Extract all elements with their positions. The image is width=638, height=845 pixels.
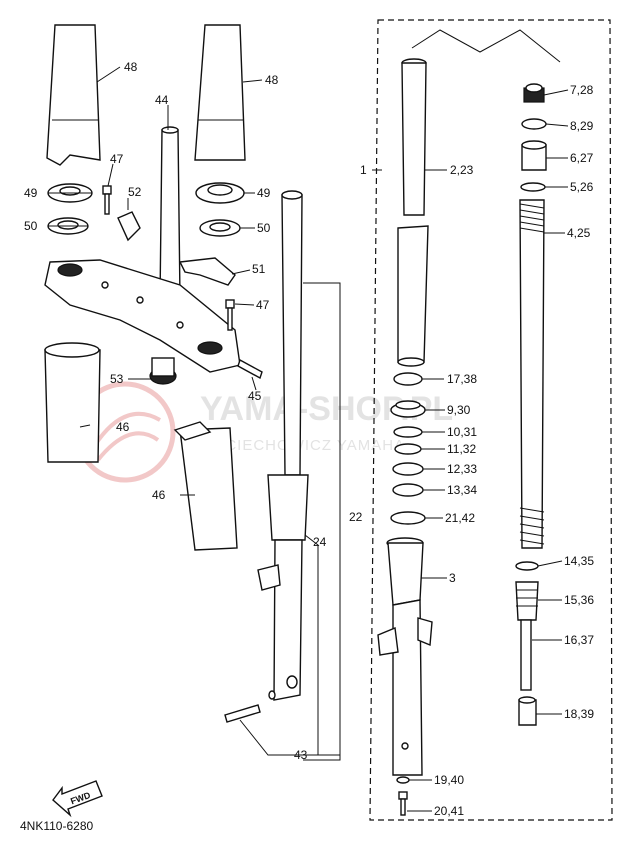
assembly-frame-notch [411, 29, 561, 63]
callout-21-42: 21,42 [445, 511, 475, 525]
rings-stack [390, 372, 426, 525]
callout-5-26: 5,26 [570, 180, 594, 194]
fork-boot-left [46, 24, 101, 166]
o-ring [521, 118, 547, 130]
bolt-47-top [102, 185, 112, 215]
callout-7-28: 7,28 [570, 83, 594, 97]
callout-9-30: 9,30 [447, 403, 471, 417]
ring-14 [515, 561, 539, 571]
clamp-52 [117, 211, 141, 242]
callout-1: 1 [360, 163, 367, 177]
steering-stem [159, 126, 181, 301]
callout-11-32: 11,32 [447, 442, 476, 456]
callout-51: 51 [252, 262, 266, 276]
bolt-45 [237, 358, 263, 380]
leader-43 [239, 719, 340, 756]
callout-24: 24 [313, 535, 327, 549]
cap-bolt [523, 83, 545, 103]
callout-16-37: 16,37 [564, 633, 594, 647]
callout-46-right: 46 [152, 488, 166, 502]
callout-8-29: 8,29 [570, 119, 594, 133]
bolt-20 [398, 791, 408, 816]
fwd-arrow-icon: FWD [52, 780, 103, 818]
fork-cover-right [173, 421, 238, 551]
callout-15-36: 15,36 [564, 593, 594, 607]
callout-43: 43 [294, 748, 308, 762]
assembly-frame [369, 19, 613, 821]
bracket-51 [178, 257, 236, 286]
callout-12-33: 12,33 [447, 462, 477, 476]
lower-bracket [44, 259, 241, 373]
callout-47-top: 47 [110, 152, 124, 166]
oil-lock-piece [518, 696, 537, 726]
callout-19-40: 19,40 [434, 773, 464, 787]
callout-22: 22 [349, 510, 363, 524]
callout-48-left: 48 [124, 60, 138, 74]
bolt-47-right [225, 299, 235, 331]
callout-20-41: 20,41 [434, 804, 464, 818]
callout-3: 3 [449, 571, 456, 585]
leader-lines [48, 66, 569, 812]
leader-22 [303, 282, 341, 761]
damper-rod [515, 581, 539, 691]
spacer [521, 140, 547, 171]
callout-46-left: 46 [116, 420, 130, 434]
inner-tube [397, 58, 429, 367]
callout-2-23: 2,23 [450, 163, 474, 177]
callout-50-right: 50 [257, 221, 271, 235]
fork-cover-left [44, 342, 101, 463]
cap-53 [149, 357, 177, 385]
catalog-code: 4NK110-6280 [20, 819, 93, 833]
callout-49-right: 49 [257, 186, 271, 200]
callout-49-left: 49 [24, 186, 38, 200]
callout-14-35: 14,35 [564, 554, 594, 568]
callout-13-34: 13,34 [447, 483, 477, 497]
callout-44: 44 [155, 93, 169, 107]
callout-45: 45 [248, 389, 262, 403]
callout-18-39: 18,39 [564, 707, 594, 721]
leader-24 [304, 534, 319, 755]
fork-assembly-22 [257, 190, 309, 701]
callout-48-right: 48 [265, 73, 279, 87]
callout-53: 53 [110, 372, 124, 386]
callout-4-25: 4,25 [567, 226, 591, 240]
callout-52: 52 [128, 185, 142, 199]
callout-6-27: 6,27 [570, 151, 594, 165]
callout-47-right: 47 [256, 298, 270, 312]
washer-5 [520, 182, 546, 192]
watermark-subline: GOCIECHOWICZ YAMAHA [200, 437, 405, 454]
fork-boot-right [194, 24, 246, 161]
callout-10-31: 10,31 [447, 425, 477, 439]
bolt-43 [224, 704, 261, 723]
callout-50-left: 50 [24, 219, 38, 233]
callout-17-38: 17,38 [447, 372, 477, 386]
outer-tube [377, 537, 433, 776]
fork-spring [519, 199, 545, 549]
washer-19 [396, 776, 410, 784]
